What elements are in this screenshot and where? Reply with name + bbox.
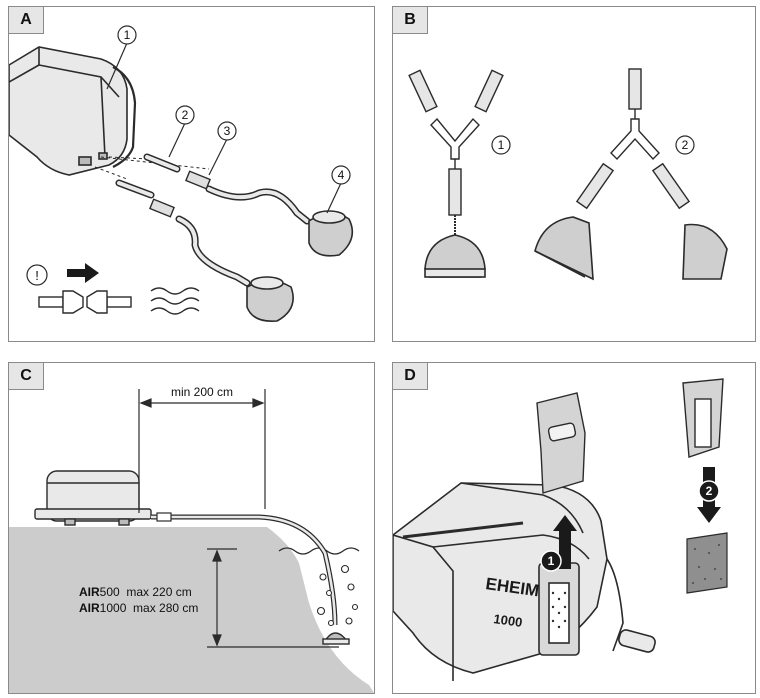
spec-air500-value: max 220 cm: [126, 585, 192, 599]
callout-a-4: 4: [338, 168, 345, 182]
callout-b-1: 1: [498, 138, 505, 152]
filter-pad-icon: [686, 532, 728, 594]
air-stone-icon: [322, 632, 350, 645]
y-connector-icon: [430, 117, 480, 160]
callout-a-2: 2: [182, 108, 189, 122]
panel-b: B: [392, 6, 756, 342]
callout-b-2: 2: [682, 138, 689, 152]
air-pump-icon: [34, 470, 152, 526]
panel-b-tag: B: [393, 7, 428, 34]
spec-air500-model-rest: 500: [99, 585, 120, 599]
check-valve-icon: [149, 170, 211, 218]
check-valve-icon: [38, 290, 132, 314]
panel-d-tag: D: [393, 363, 428, 390]
callout-a-1: 1: [124, 28, 131, 42]
air-stone-icon: [246, 210, 354, 323]
step-badge-1: 1: [540, 550, 562, 572]
panel-c: C: [8, 362, 375, 694]
panel-d-illustration: EHEIM 1000: [393, 378, 728, 681]
panel-c-tag: C: [9, 363, 44, 390]
spec-air500-model-bold: AIR: [79, 585, 100, 599]
min-distance-label: min 200 cm: [171, 385, 234, 399]
spec-air1000: AIR1000 max 280 cm: [79, 600, 198, 616]
model-text: 1000: [493, 611, 524, 630]
check-valve-icon: [156, 512, 172, 522]
airflow-arrow-icon: [67, 263, 99, 283]
bubbles-icon: [150, 287, 200, 315]
spec-air1000-model-rest: 1000: [99, 601, 127, 615]
panel-c-illustration: [9, 389, 374, 693]
panel-a-illustration: 1 2 3 4 !: [9, 25, 354, 323]
air-pump-icon: [9, 46, 137, 176]
panel-a: A: [8, 6, 375, 342]
panel-d: D EHEIM 1000: [392, 362, 756, 694]
step-2-label: 2: [706, 484, 713, 498]
callout-a-3: 3: [224, 124, 231, 138]
air-stone-icon: [424, 234, 486, 278]
remove-cover-arrow-icon: [553, 515, 577, 569]
warning-icon: !: [35, 268, 39, 283]
bubbles-icon: [316, 564, 359, 627]
air-stone-icon: [534, 216, 728, 281]
step-badge-2: 2: [698, 480, 720, 502]
panel-a-tag: A: [9, 7, 44, 34]
spec-air1000-model-bold: AIR: [79, 601, 100, 615]
spec-air1000-value: max 280 cm: [133, 601, 199, 615]
panel-b-illustration: 1 2: [408, 68, 728, 281]
y-connector-icon: [610, 118, 660, 161]
step-1-label: 1: [548, 554, 555, 568]
spec-air500: AIR500 max 220 cm: [79, 584, 192, 600]
